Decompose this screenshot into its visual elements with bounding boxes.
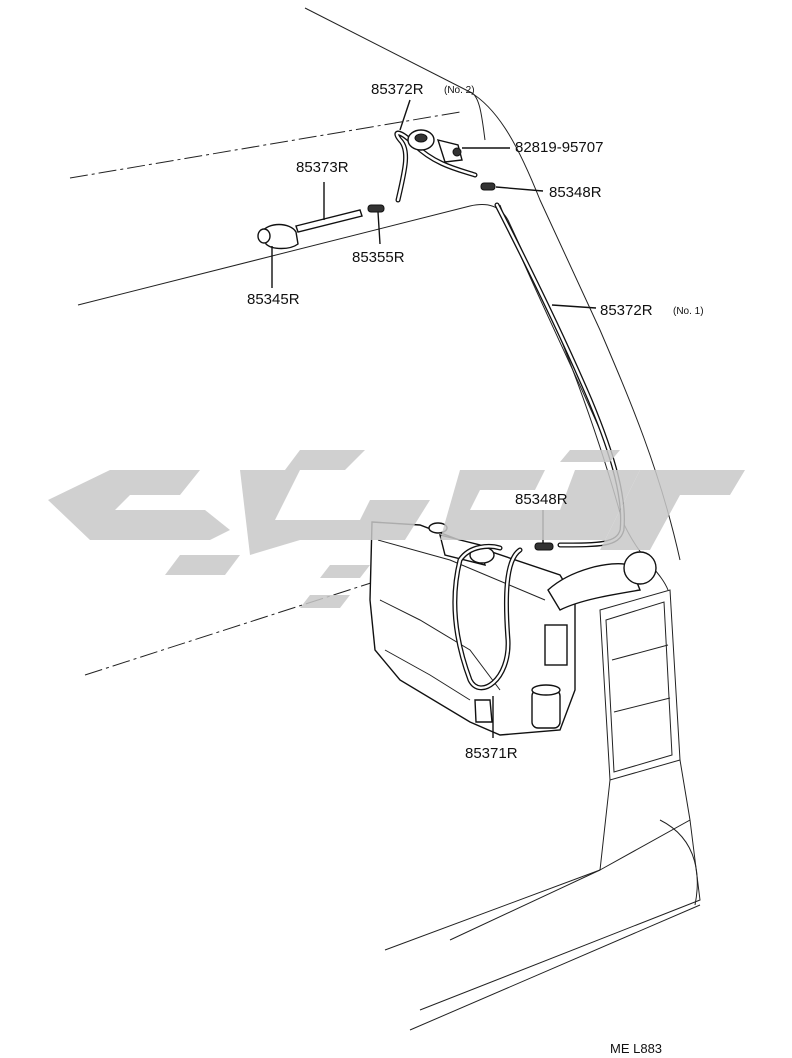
pump-82819-95707 xyxy=(407,129,463,163)
joint-85348r-top xyxy=(480,182,496,191)
label-85373r: 85373R xyxy=(296,159,349,176)
tail-lamp-and-bumper xyxy=(384,589,701,1031)
label-85372r-no2-note: (No. 2) xyxy=(444,85,475,96)
label-85372r-no2: 85372R xyxy=(371,81,424,98)
callout-labels: 85372R (No. 2) 82819-95707 85373R 85348R… xyxy=(247,81,704,762)
label-85371r: 85371R xyxy=(465,745,518,762)
label-85355r: 85355R xyxy=(352,249,405,266)
joint-85355r xyxy=(367,204,385,213)
hose-85373r xyxy=(295,209,363,233)
hose-85372r-no2 xyxy=(394,130,478,203)
label-85345r: 85345R xyxy=(247,291,300,308)
label-85348r-top: 85348R xyxy=(549,184,602,201)
hose-85371r xyxy=(452,544,523,691)
label-85372r-no1-note: (No. 1) xyxy=(673,306,704,317)
label-82819-95707: 82819-95707 xyxy=(515,139,603,156)
watermark-logo xyxy=(48,450,745,608)
washer-tank xyxy=(369,521,657,736)
joint-85348r-mid xyxy=(534,542,554,551)
label-85348r-mid: 85348R xyxy=(515,491,568,508)
label-85372r-no1: 85372R xyxy=(600,302,653,319)
nozzle-85345r xyxy=(257,223,299,250)
diagram-reference-code: ME L883 xyxy=(610,1041,662,1056)
